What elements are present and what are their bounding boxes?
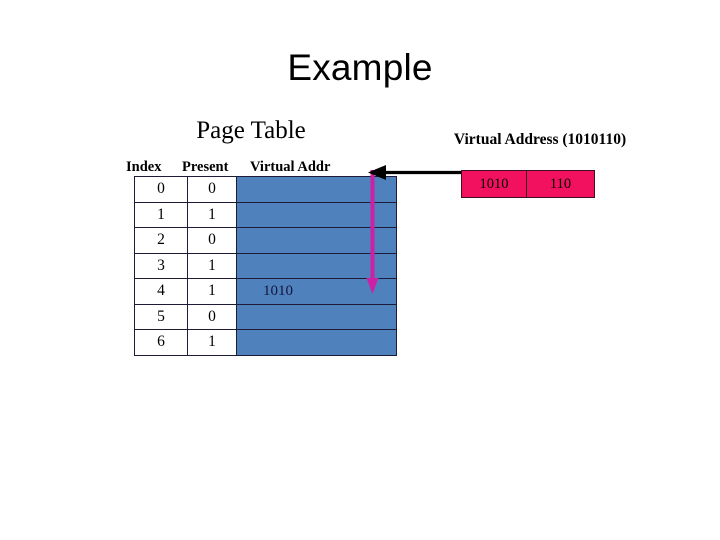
column-header-index: Index	[126, 159, 162, 175]
table-row: 6 1	[134, 329, 397, 356]
cell-index: 0	[134, 176, 188, 203]
cell-index: 3	[134, 252, 188, 279]
cell-index: 1	[134, 201, 188, 228]
cell-index: 5	[134, 303, 188, 330]
cell-virtual-addr	[236, 303, 397, 330]
cell-present: 1	[187, 201, 237, 228]
cell-index: 6	[134, 329, 188, 356]
cell-index: 4	[134, 278, 188, 305]
cell-virtual-addr	[236, 227, 397, 254]
page-table-heading: Page Table	[196, 117, 306, 144]
table-row: 0 0	[134, 176, 397, 203]
column-header-virtual-addr: Virtual Addr	[250, 159, 331, 175]
cell-virtual-addr	[236, 329, 397, 356]
arrow-left-icon	[368, 165, 464, 180]
table-row: 3 1	[134, 252, 397, 279]
cell-index: 2	[134, 227, 188, 254]
table-row: 2 0	[134, 227, 397, 254]
table-row: 1 1	[134, 201, 397, 228]
column-header-present: Present	[182, 159, 229, 175]
cell-present: 1	[187, 252, 237, 279]
virtual-address-offset: 110	[527, 170, 595, 198]
arrow-down-icon	[366, 170, 379, 294]
table-row: 5 0	[134, 303, 397, 330]
virtual-address-boxes: 1010 110	[461, 170, 595, 198]
page-title: Example	[287, 47, 433, 88]
cell-present: 0	[187, 303, 237, 330]
table-row: 4 1 1010	[134, 278, 397, 305]
virtual-address-caption: Virtual Address (1010110)	[453, 131, 627, 148]
virtual-address-page-number: 1010	[461, 170, 527, 198]
cell-virtual-addr	[236, 176, 397, 203]
cell-present: 0	[187, 227, 237, 254]
cell-present: 1	[187, 278, 237, 305]
cell-present: 1	[187, 329, 237, 356]
cell-present: 0	[187, 176, 237, 203]
cell-virtual-addr: 1010	[236, 278, 397, 305]
page-table: 0 0 1 1 2 0 3 1 4 1 1010	[134, 176, 397, 356]
page-table-column-headers: Index Present Virtual Addr	[126, 158, 386, 176]
cell-virtual-addr	[236, 252, 397, 279]
